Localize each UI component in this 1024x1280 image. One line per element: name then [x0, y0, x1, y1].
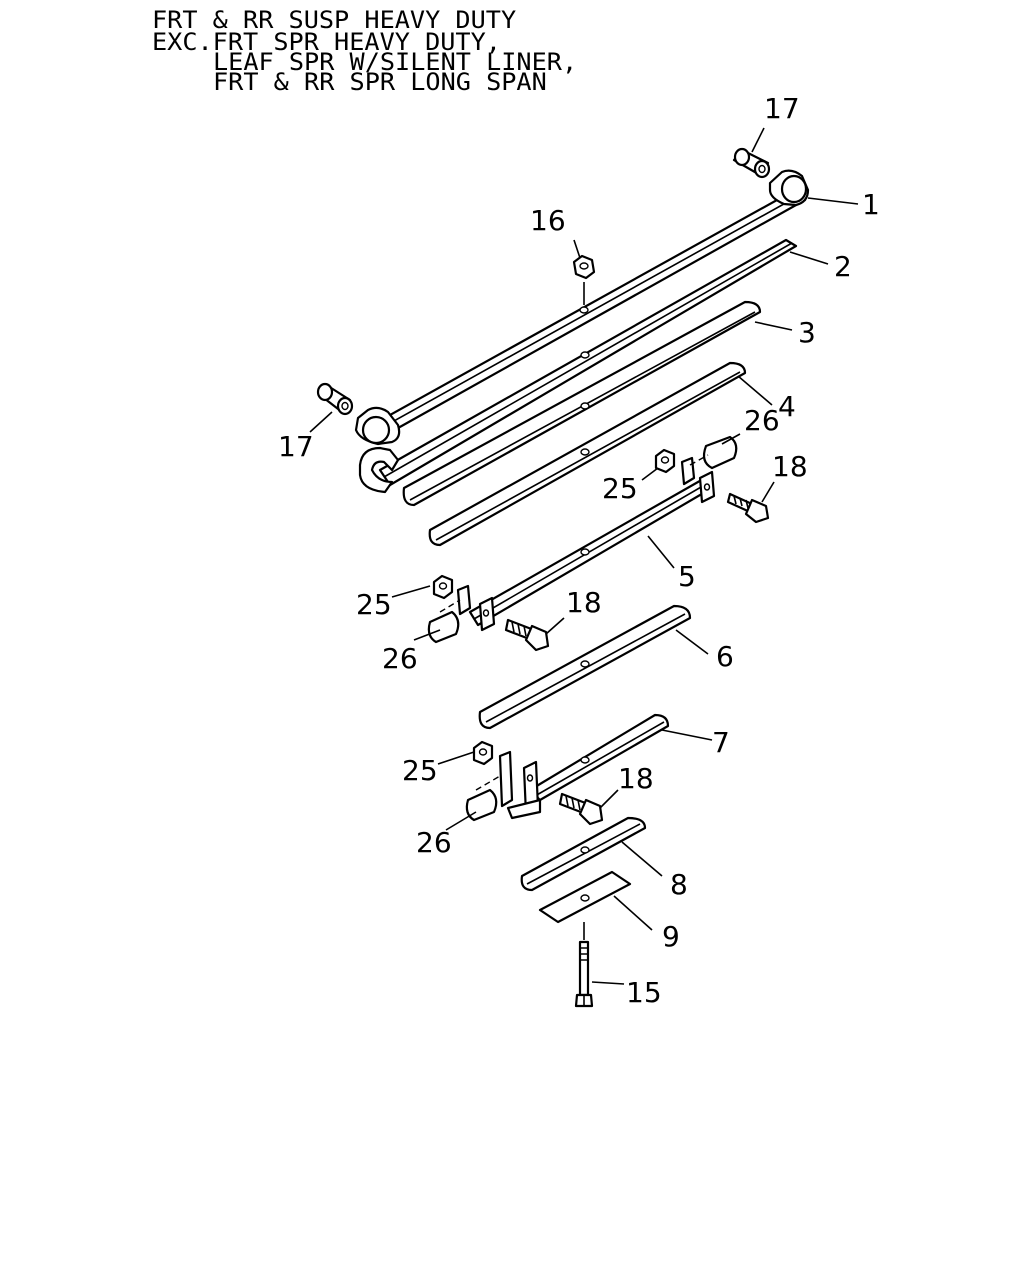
callout-18-bottom: 18: [618, 762, 654, 795]
callout-2: 2: [834, 250, 852, 283]
rebound-clip-bottom: [465, 750, 542, 822]
header-line-2: EXC.FRT SPR HEAVY DUTY,: [152, 28, 501, 56]
nut-part-25-bottom: [472, 740, 494, 766]
callout-26-mid: 26: [382, 642, 418, 675]
callout-25-upper: 25: [602, 472, 638, 505]
callout-18-mid: 18: [566, 586, 602, 619]
leaf-part-2: [358, 238, 798, 494]
callout-8: 8: [670, 868, 688, 901]
center-bolt-part-15: [574, 922, 594, 1008]
callout-5: 5: [678, 560, 696, 593]
callout-16: 16: [530, 204, 566, 237]
callout-6: 6: [716, 640, 734, 673]
leaf-part-6: [478, 604, 692, 730]
rebound-clip-upper: [680, 435, 738, 504]
bolt-part-18-bottom: [558, 792, 604, 826]
header-line-4: FRT & RR SPR LONG SPAN: [213, 68, 547, 96]
bushing-part-17-front: [732, 147, 771, 179]
nut-part-25-mid: [432, 574, 454, 600]
callout-17-front: 17: [764, 92, 800, 125]
callout-labels: 1 2 3 4 5 6 7 8 9 15 16 17 17 18 18 18 2…: [278, 92, 880, 1009]
header-line-3: LEAF SPR W/SILENT LINER,: [213, 48, 578, 76]
leaf-part-7: [528, 713, 670, 802]
leader-lines: [309, 127, 859, 985]
bolt-part-18-mid: [504, 618, 550, 652]
leaf-part-3: [402, 300, 762, 507]
callout-3: 3: [798, 316, 816, 349]
leaf-part-4: [428, 361, 747, 547]
callout-9: 9: [662, 920, 680, 953]
callout-25-mid: 25: [356, 588, 392, 621]
leaf-part-8: [520, 816, 647, 892]
callout-18-upper: 18: [772, 450, 808, 483]
spacer-part-9: [538, 870, 632, 924]
callout-25-bottom: 25: [402, 754, 438, 787]
bolt-part-18-upper: [726, 492, 770, 524]
header-line-1: FRT & RR SUSP HEAVY DUTY: [152, 6, 517, 34]
callout-26-upper: 26: [744, 404, 780, 437]
callout-7: 7: [712, 726, 730, 759]
rebound-clip-lower: [427, 584, 496, 644]
callout-1: 1: [862, 188, 880, 221]
callout-15: 15: [626, 976, 662, 1009]
callout-26-bottom: 26: [416, 826, 452, 859]
center-nut-part-16: [572, 254, 596, 314]
nut-part-25-upper: [654, 448, 676, 474]
main-leaf-part-1: [354, 169, 810, 446]
bushing-part-17-rear: [316, 382, 354, 416]
callout-4: 4: [778, 390, 796, 423]
callout-17-rear: 17: [278, 430, 314, 463]
